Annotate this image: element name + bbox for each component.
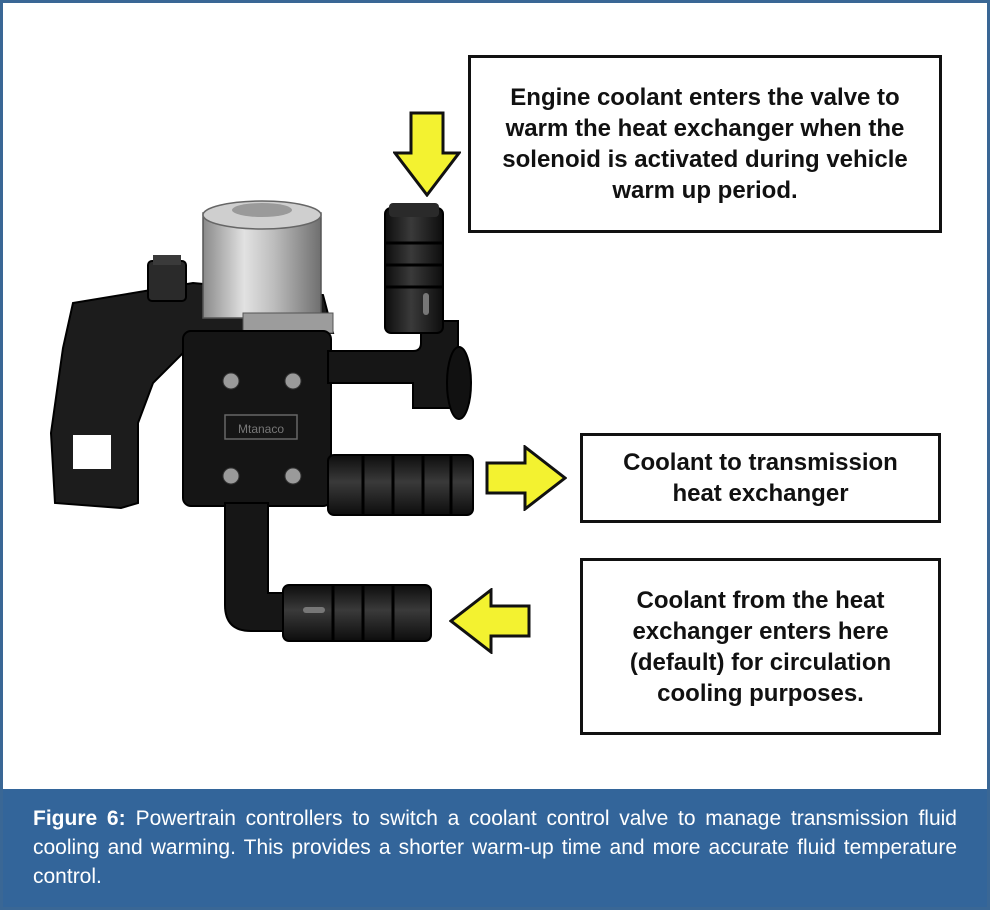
arrow-left-icon bbox=[449, 588, 531, 654]
figure-caption-label: Figure 6: bbox=[33, 807, 126, 830]
callout-exchanger-outlet: Coolant to transmission heat exchanger bbox=[580, 433, 941, 523]
valve-body: Mtanaco bbox=[182, 330, 332, 507]
callout-warmup-inlet-text: Engine coolant enters the valve to warm … bbox=[502, 84, 908, 204]
bracket-hole bbox=[73, 435, 111, 469]
solenoid-motor bbox=[202, 200, 334, 334]
figure-caption-text: Powertrain controllers to switch a coola… bbox=[33, 807, 957, 888]
top-inlet-pipe bbox=[327, 203, 472, 420]
valve-brand-label: Mtanaco bbox=[238, 422, 284, 436]
coolant-valve-illustration: Mtanaco bbox=[49, 200, 474, 642]
figure-area: Mtanaco bbox=[3, 3, 987, 788]
middle-outlet-pipe bbox=[327, 454, 474, 516]
arrow-right-icon bbox=[485, 445, 567, 511]
callout-exchanger-outlet-text: Coolant to transmission heat exchanger bbox=[623, 449, 898, 507]
electrical-connector bbox=[147, 255, 187, 302]
bottom-inlet-pipe bbox=[224, 502, 432, 642]
callout-warmup-inlet: Engine coolant enters the valve to warm … bbox=[468, 55, 942, 233]
callout-cooling-inlet: Coolant from the heat exchanger enters h… bbox=[580, 558, 941, 735]
arrow-down-icon bbox=[393, 111, 461, 197]
callout-cooling-inlet-text: Coolant from the heat exchanger enters h… bbox=[629, 586, 892, 707]
mounting-bracket bbox=[49, 281, 335, 510]
figure-caption: Figure 6:Powertrain controllers to switc… bbox=[3, 789, 987, 907]
